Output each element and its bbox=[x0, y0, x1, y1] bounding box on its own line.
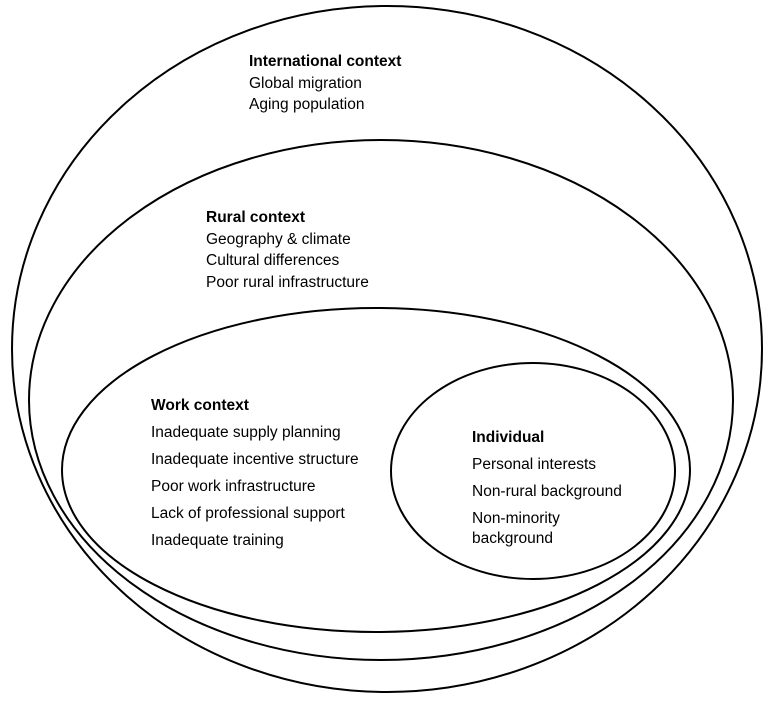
individual-heading: Individual bbox=[472, 429, 545, 446]
international-context-ellipse bbox=[11, 5, 763, 693]
individual-block: Individual Personal interests Non-rural … bbox=[472, 424, 622, 549]
rural-context-ellipse bbox=[28, 139, 734, 661]
work-context-item: Inadequate incentive structure bbox=[151, 451, 359, 468]
rural-context-item: Poor rural infrastructure bbox=[206, 273, 369, 291]
international-context-item: Aging population bbox=[249, 96, 365, 113]
international-context-item: Global migration bbox=[249, 74, 362, 92]
work-context-heading: Work context bbox=[151, 397, 249, 414]
individual-item: Non-rural background bbox=[472, 483, 622, 500]
rural-context-block: Rural context Geography & climate Cultur… bbox=[206, 207, 369, 293]
work-context-item: Inadequate supply planning bbox=[151, 424, 341, 441]
individual-ellipse bbox=[390, 362, 676, 580]
work-context-item: Lack of professional support bbox=[151, 505, 345, 522]
international-context-heading: International context bbox=[249, 53, 402, 70]
international-context-block: International context Global migration A… bbox=[249, 51, 401, 116]
work-context-item: Poor work infrastructure bbox=[151, 478, 316, 495]
individual-item: Non-minority background bbox=[472, 510, 560, 547]
work-context-item: Inadequate training bbox=[151, 532, 284, 549]
individual-item: Personal interests bbox=[472, 456, 597, 473]
rural-context-heading: Rural context bbox=[206, 209, 306, 226]
rural-context-item: Geography & climate bbox=[206, 230, 351, 248]
rural-context-item: Cultural differences bbox=[206, 252, 340, 269]
work-context-ellipse bbox=[61, 307, 691, 633]
work-context-block: Work context Inadequate supply planning … bbox=[151, 392, 359, 554]
